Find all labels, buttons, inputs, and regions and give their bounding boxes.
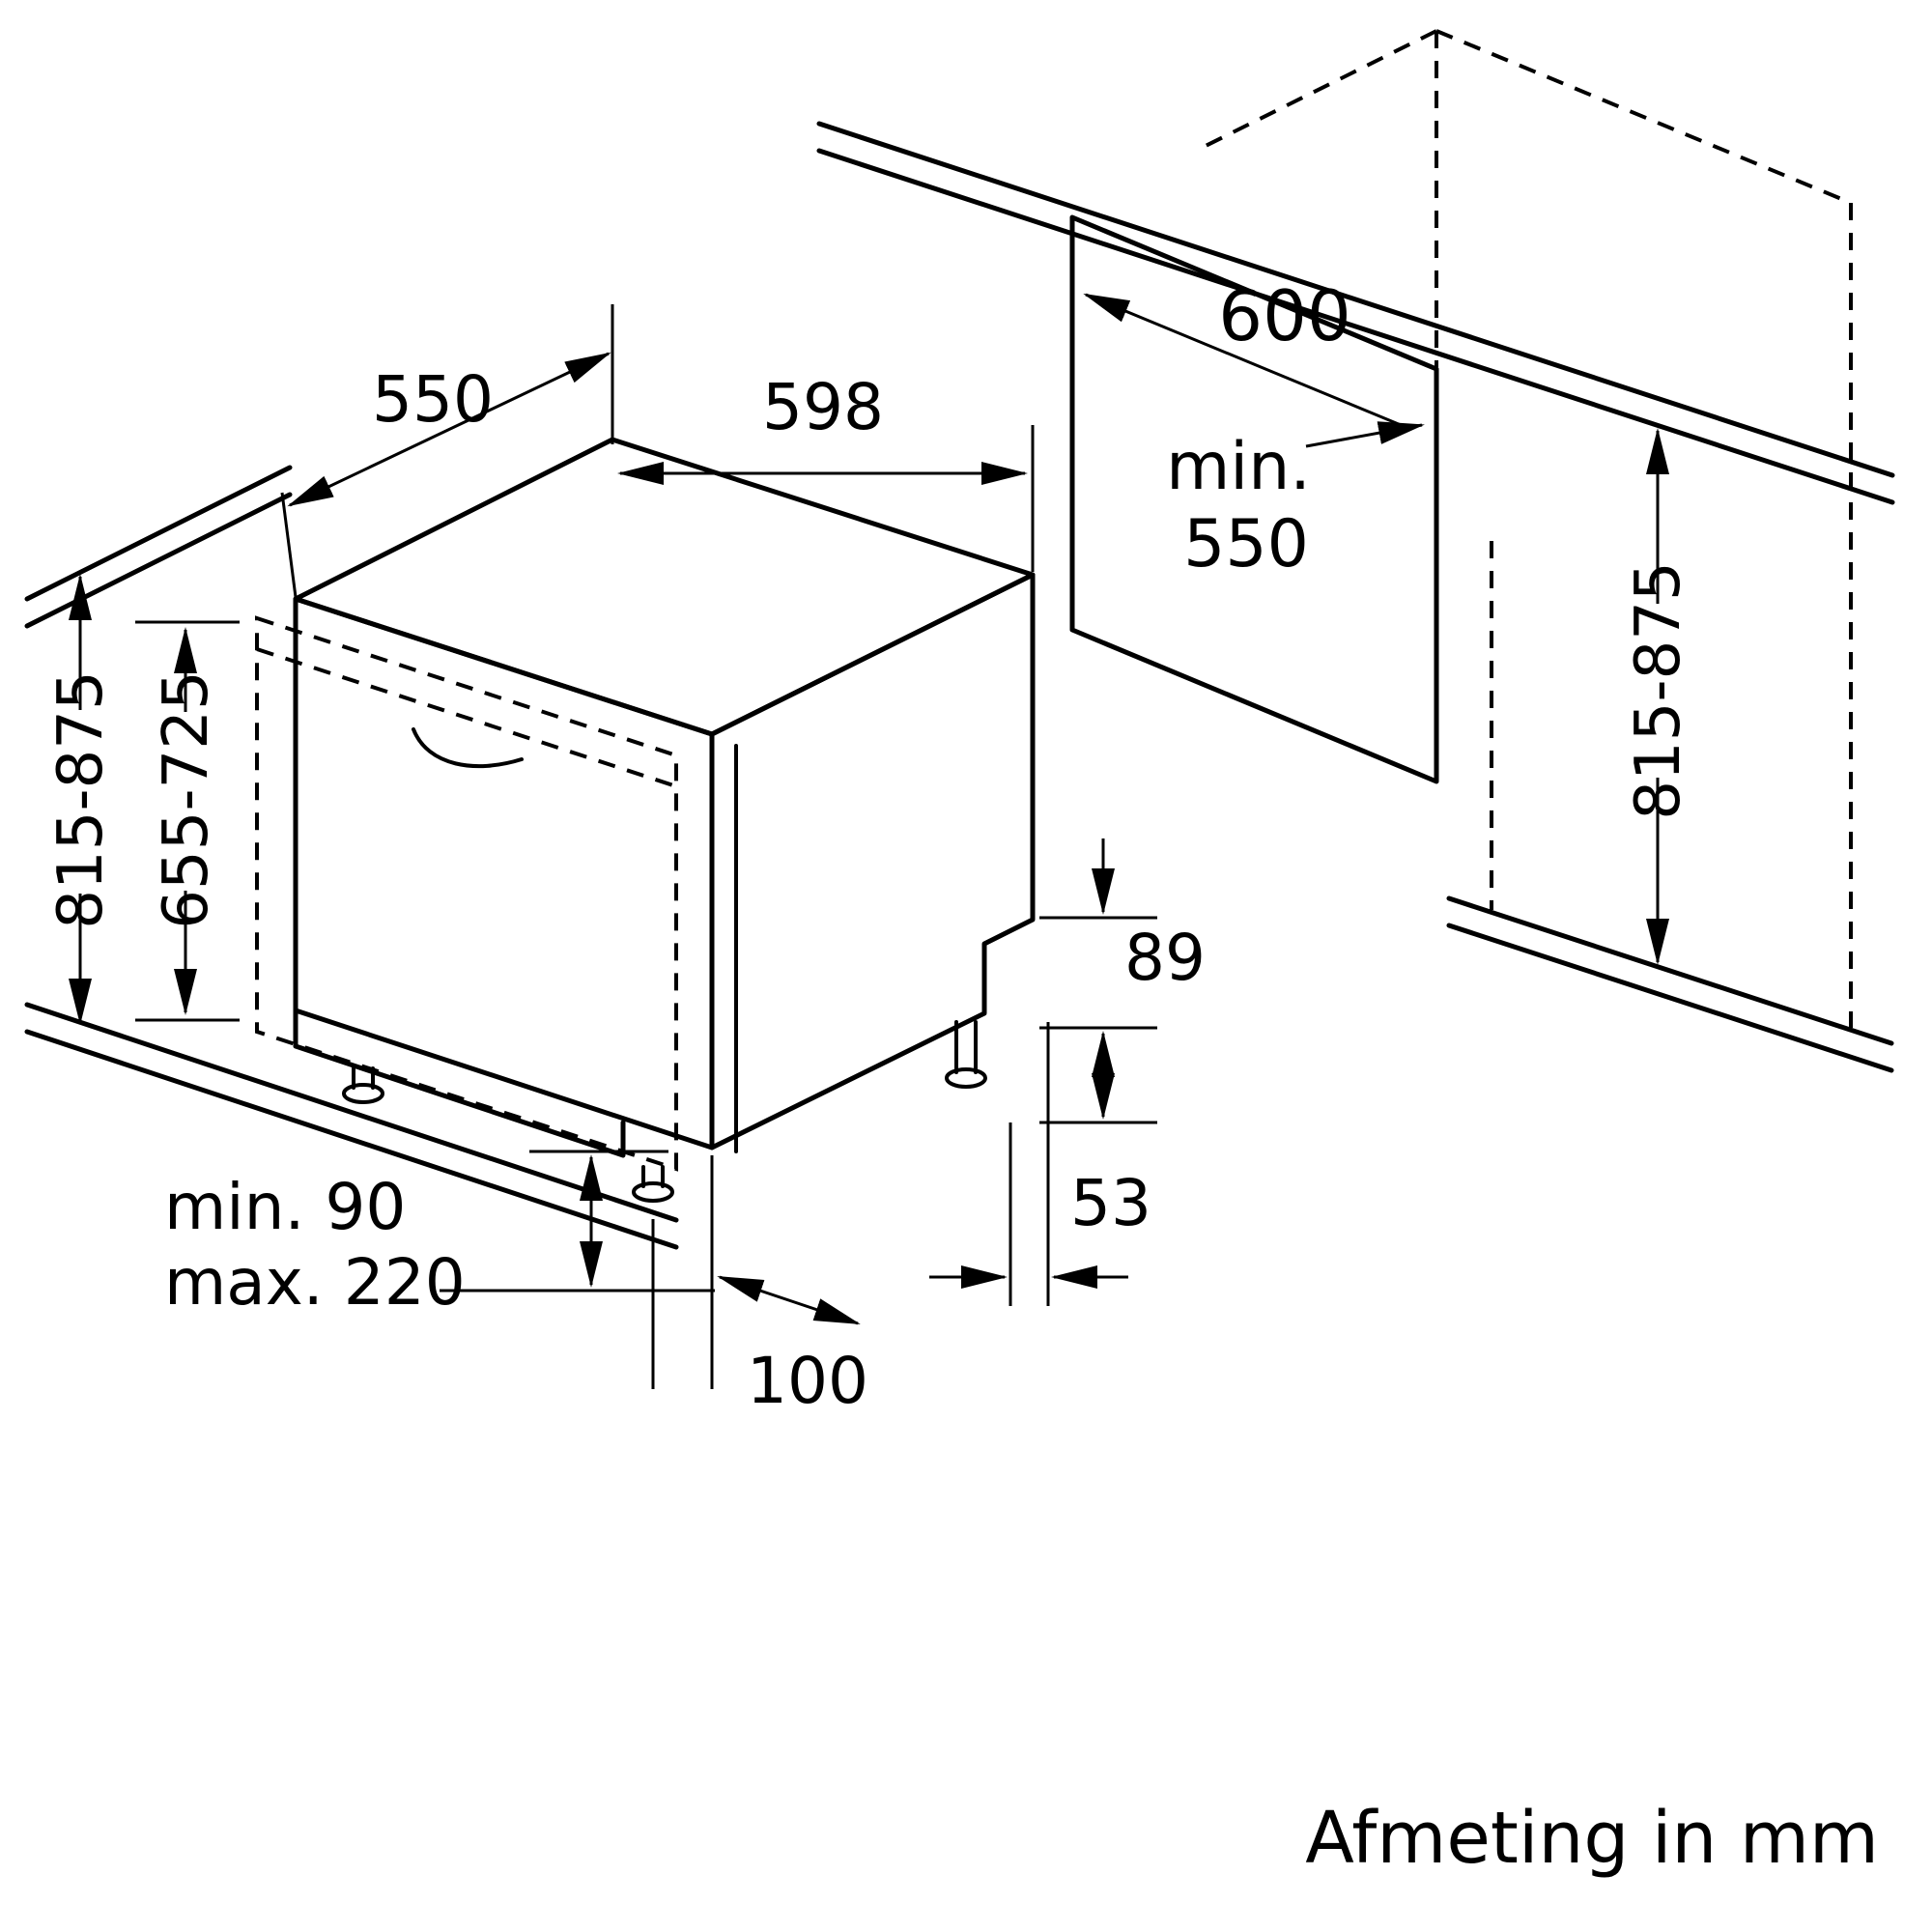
dim-550-extension-line [280,492,298,598]
countertop-right-line-2 [816,148,1895,505]
floor-left [24,1002,679,1250]
dim-89-label: 89 [1124,921,1206,995]
front-left-foot [342,1083,384,1104]
dim-plinth-min-max: min. 90 max. 220 [164,1150,715,1320]
dishwasher-body [293,437,1036,1158]
floor-right-line-2 [1446,923,1894,1073]
dim-600-arrow [1083,293,1406,429]
dim-niche-min-550: min. 550 [1166,421,1425,582]
rear-foot [945,1067,987,1089]
dishwasher-side-panel [709,572,1036,1151]
adjustable-feet [342,1020,987,1203]
dim-min-550-arrow [1305,421,1425,448]
left-figure: 550 598 815-875 655-725 min. [24,304,1206,1418]
countertop-left-line-2 [24,492,293,629]
countertop-right-line-1 [816,121,1895,478]
dim-depth-550: 550 [280,352,611,598]
dishwasher-top-face [293,437,1036,737]
dim-rear-foot-53: 53 [929,1022,1151,1306]
dim-815-875-left-label: 815-875 [45,670,117,928]
dim-655-725-label: 655-725 [151,670,222,928]
dim-plinth-min-label: min. 90 [164,1170,406,1244]
dim-width-598: 598 [611,304,1035,572]
floor-left-line-1 [24,1002,679,1223]
niche-dashed-outline [1197,29,1853,1028]
dim-815-875-right-label: 815-875 [1623,561,1694,819]
dim-598-label: 598 [762,370,884,444]
dim-550-arrow [287,352,611,507]
floor-right-line-1 [1446,895,1894,1046]
floor-left-line-2 [24,1029,679,1250]
dim-niche-height-815-875: 815-875 [1623,428,1694,965]
dishwasher-plinth [293,1008,626,1158]
furniture-door-outline [255,615,678,1172]
dim-panel-height-655-725: 655-725 [135,620,240,1022]
countertop-left-line-1 [24,465,293,602]
niche-side-wall [1069,214,1439,784]
right-figure: 600 min. 550 815-875 [816,29,1895,1073]
dim-rear-recess-89: 89 [1039,838,1206,1124]
countertop-right [816,121,1895,505]
door-handle [412,727,524,769]
dim-100-label: 100 [747,1344,868,1418]
dim-100-arrow [717,1275,861,1325]
floor-right [1446,895,1894,1073]
dim-min-550-value: 550 [1183,506,1309,582]
dim-foot-offset-100: 100 [651,1155,868,1418]
dim-plinth-max-label: max. 220 [164,1245,466,1320]
niche-dashed-top-left-edge [1197,29,1437,152]
countertop-left [24,465,293,629]
dim-600-label: 600 [1218,275,1350,356]
front-right-foot [632,1181,674,1203]
furniture-door-top-inner-line [256,647,677,788]
dim-min-label: min. [1166,429,1311,505]
dim-550-label: 550 [372,362,494,437]
niche-dashed-top-right-edge [1435,29,1852,205]
furniture-door-dashed-outline [255,615,678,1172]
dim-53-label: 53 [1070,1166,1151,1240]
dim-niche-depth-600: 600 [1083,275,1406,429]
caption: Afmeting in mm [1305,1797,1879,1880]
dim-height-815-875-left: 815-875 [45,574,117,1025]
